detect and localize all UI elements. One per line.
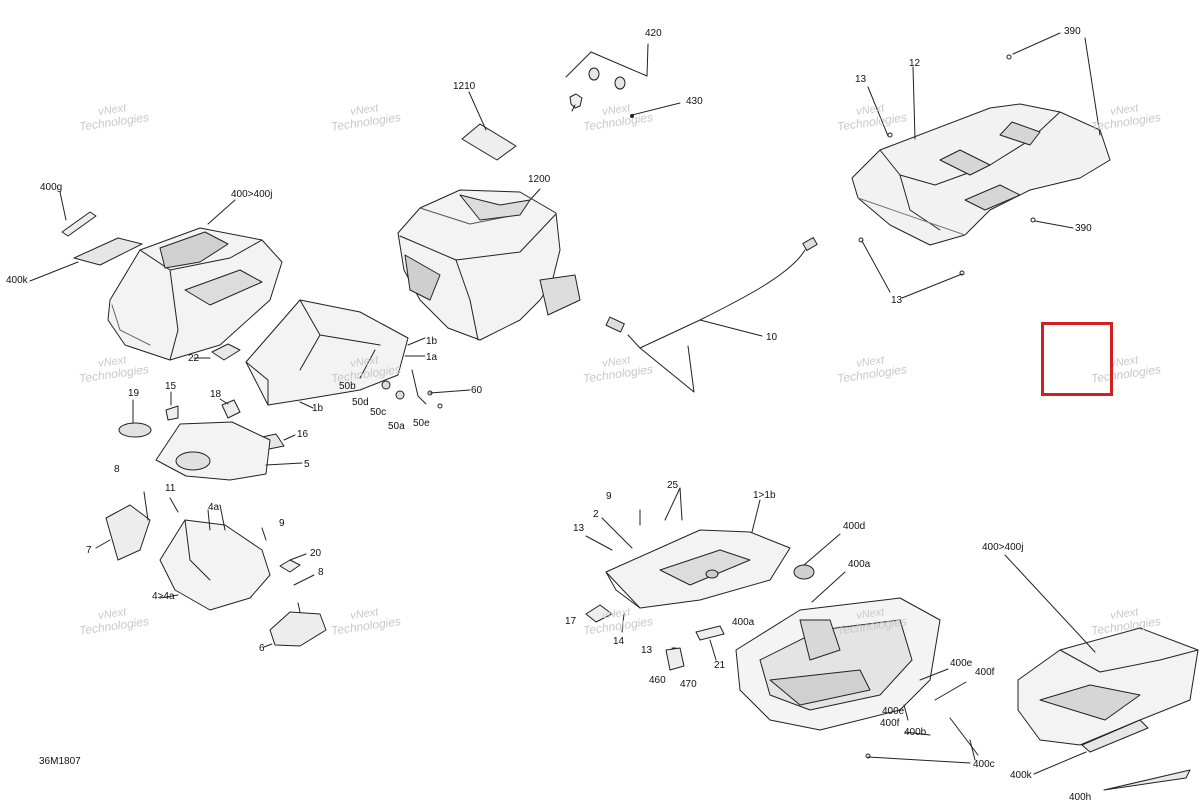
part-1210-decal	[461, 91, 517, 161]
callout-400k: 400k	[6, 275, 28, 286]
part-400-storage-box-left	[29, 191, 283, 361]
callout-8: 8	[318, 567, 324, 578]
callout-400f: 400f	[975, 667, 995, 678]
callout-400e: 400e	[950, 658, 973, 669]
callout-10: 10	[766, 332, 778, 343]
callout-1210: 1210	[453, 81, 476, 92]
callout-1-1b: 1>1b	[753, 490, 776, 501]
part-12-floor-panel	[851, 32, 1111, 299]
callout-400a: 400a	[848, 559, 871, 570]
callout-390: 390	[1075, 223, 1092, 234]
callout-17: 17	[565, 616, 577, 627]
callout-11: 11	[165, 483, 176, 494]
callout-400d: 400d	[843, 521, 866, 532]
callout-1a: 1a	[426, 352, 438, 363]
callout-2: 2	[593, 509, 599, 520]
callout-15: 15	[165, 381, 177, 392]
callout-7: 7	[86, 545, 92, 556]
callout-22: 22	[188, 353, 200, 364]
callout-400g: 400g	[40, 182, 63, 193]
callout-1b: 1b	[312, 403, 324, 414]
part-4-bracket-assembly	[95, 491, 327, 648]
callout-390: 390	[1064, 26, 1081, 37]
callout-50c: 50c	[370, 407, 387, 418]
callout-50d: 50d	[352, 397, 369, 408]
callout-18: 18	[210, 389, 222, 400]
callout-400h: 400h	[1069, 792, 1092, 803]
part-1200-bag	[397, 188, 581, 341]
callout-400a: 400a	[732, 617, 755, 628]
callout-19: 19	[128, 388, 140, 399]
callout-50a: 50a	[388, 421, 405, 432]
callout-21: 21	[714, 660, 726, 671]
callout-4a: 4a	[208, 502, 220, 513]
callout-8: 8	[114, 464, 120, 475]
callout-50e: 50e	[413, 418, 430, 429]
callout-9: 9	[606, 491, 612, 502]
callout-12: 12	[909, 58, 921, 69]
callout-420: 420	[645, 28, 662, 39]
part-1b-bracket	[245, 299, 471, 409]
callout-400e: 400e	[882, 706, 905, 717]
callout-9: 9	[279, 518, 285, 529]
callout-20: 20	[310, 548, 322, 559]
part-10-cable	[605, 237, 818, 393]
part-400a-box-base	[735, 533, 979, 764]
callout-430: 430	[686, 96, 703, 107]
callout-400f: 400f	[880, 718, 900, 729]
callout-14: 14	[613, 636, 625, 647]
callout-13: 13	[891, 295, 903, 306]
callout-16: 16	[297, 429, 309, 440]
callout-5: 5	[304, 459, 310, 470]
part-420-bumpers	[565, 43, 681, 118]
callout-13: 13	[573, 523, 585, 534]
callout-1b: 1b	[426, 336, 438, 347]
part-1-tray	[585, 487, 791, 671]
callout-60: 60	[471, 385, 483, 396]
callout-400b: 400b	[904, 727, 927, 738]
callout-400-400j: 400>400j	[982, 542, 1024, 553]
callout-4-4a: 4>4a	[152, 591, 175, 602]
callout-25: 25	[667, 480, 679, 491]
part-5-plate	[155, 421, 303, 481]
part-400-lid-right	[1004, 554, 1199, 791]
callout-400-400j: 400>400j	[231, 189, 273, 200]
callout-50b: 50b	[339, 381, 356, 392]
callout-470: 470	[680, 679, 697, 690]
callout-13: 13	[855, 74, 867, 85]
callout-400c: 400c	[973, 759, 995, 770]
highlight-box	[1041, 322, 1113, 396]
callout-1200: 1200	[528, 174, 551, 185]
callout-13: 13	[641, 645, 653, 656]
callout-460: 460	[649, 675, 666, 686]
callout-400k: 400k	[1010, 770, 1032, 781]
figure-id: 36M1807	[39, 756, 81, 767]
callout-6: 6	[259, 643, 265, 654]
